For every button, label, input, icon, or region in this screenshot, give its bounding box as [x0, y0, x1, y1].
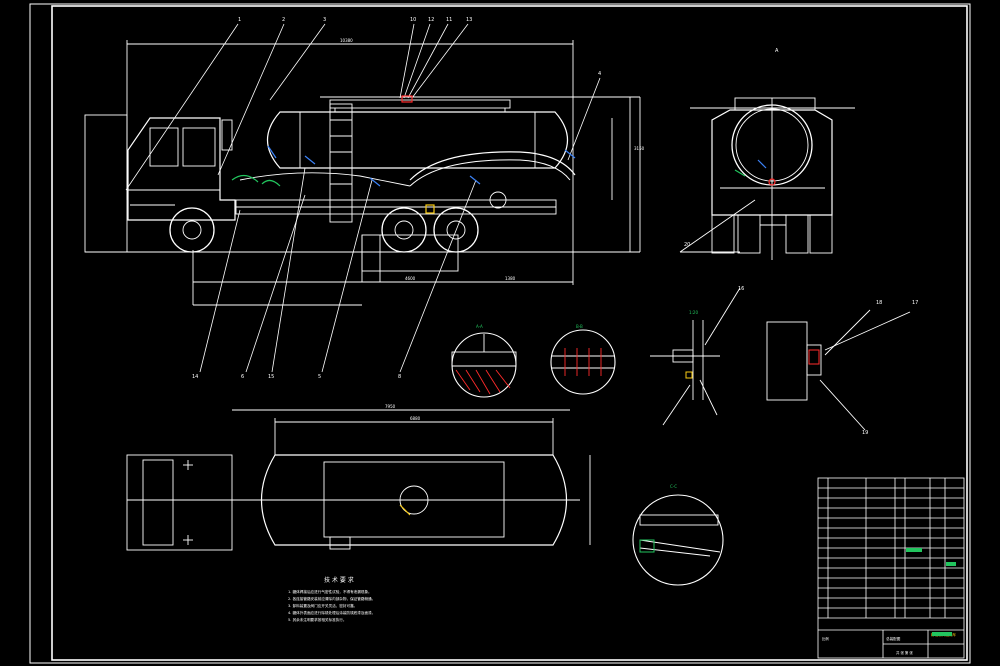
callout-20: 20: [684, 242, 690, 248]
detail-b-label: B-B: [576, 324, 583, 329]
detail-b: [550, 329, 616, 395]
section-detail-1: [650, 287, 741, 426]
callout-11: 11: [446, 17, 452, 23]
detail-a-label: A-A: [476, 324, 483, 329]
side-accents: [231, 95, 576, 214]
callout-13: 13: [466, 17, 472, 23]
callout-10: 10: [410, 17, 416, 23]
dimension-texts: 10380 4600 1380 3150: [340, 38, 645, 281]
notes-title: 技 术 要 求: [324, 576, 354, 584]
callout-19: 19: [862, 430, 868, 436]
drawing-border: [29, 3, 971, 664]
detail-c-scale: 1:20: [689, 310, 698, 315]
detail-c: [632, 494, 724, 586]
side-view: [84, 40, 641, 306]
scale-label: 比例: [822, 636, 829, 641]
dim-plan-tank: 6880: [410, 416, 421, 421]
callout-2: 2: [282, 17, 285, 23]
callout-14: 14: [192, 374, 198, 380]
notes-line-4: 4. 罐体外表面应进行除锈处理后涂装防锈底漆及面漆。: [288, 610, 375, 615]
callout-12: 12: [428, 17, 434, 23]
callout-18: 18: [876, 300, 882, 306]
dim-height: 3150: [634, 146, 645, 151]
callout-3: 3: [323, 17, 326, 23]
detail-c-label: C-C: [670, 484, 677, 489]
dim-front-overhang: 1380: [505, 276, 516, 281]
front-view-label: A: [775, 48, 779, 54]
notes-line-5: 5. 其余未注明要求按相关标准执行。: [288, 617, 346, 622]
front-view: [679, 97, 855, 260]
callout-numbers: 1 2 3 10 12 11 13 4 14 6 15 5 8: [192, 17, 601, 380]
bom-accents: [906, 548, 956, 636]
drawing-code: 总装配图: [886, 636, 901, 641]
detail-a: [451, 332, 517, 398]
notes-line-3: 3. 卸料装置及阀门应开关灵活，密封可靠。: [288, 603, 357, 608]
sheet-label: 共 张 第 张: [896, 650, 913, 655]
dim-plan-len: 7950: [385, 404, 396, 409]
dim-wheelbase: 4600: [405, 276, 416, 281]
callout-16: 16: [738, 286, 744, 292]
callout-17: 17: [912, 300, 918, 306]
callout-6: 6: [241, 374, 244, 380]
section-detail-2: [766, 309, 911, 431]
callout-4: 4: [598, 71, 601, 77]
callout-leaders: [125, 23, 601, 373]
callout-1: 1: [238, 17, 241, 23]
callout-8: 8: [398, 374, 401, 380]
callout-5: 5: [318, 374, 321, 380]
plan-view: [126, 409, 591, 551]
notes-line-2: 2. 各连接管路安装前应清除内部杂物，保证管路畅通。: [288, 596, 375, 601]
notes-line-1: 1. 罐体焊接后应进行气密性试验，不得有泄漏现象。: [288, 589, 372, 594]
technical-notes: 技 术 要 求 1. 罐体焊接后应进行气密性试验，不得有泄漏现象。 2. 各连接…: [288, 576, 375, 622]
side-wheels: [169, 191, 507, 253]
callout-15: 15: [268, 374, 274, 380]
dim-overall: 10380: [340, 38, 353, 43]
front-accents: [734, 159, 776, 186]
title-block: [817, 477, 965, 659]
plan-dims: 7950 6880: [385, 404, 421, 421]
